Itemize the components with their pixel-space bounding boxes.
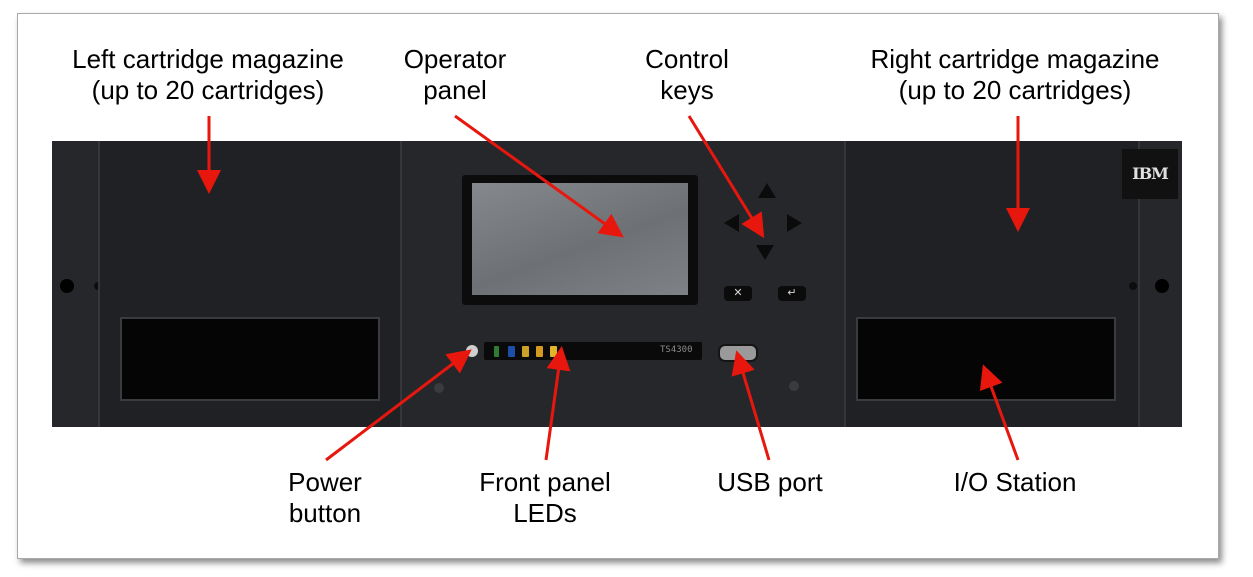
cancel-key[interactable]: ✕: [724, 286, 752, 301]
power-button-arrow: [325, 349, 472, 462]
right-key-icon[interactable]: [787, 214, 802, 232]
right-rack-hole-small: [1129, 282, 1137, 290]
front-panel-leds-arrow: [544, 346, 571, 461]
right-rack-hole: [1155, 279, 1169, 293]
up-key-icon[interactable]: [758, 183, 776, 198]
led-attention: [536, 346, 543, 357]
operator-panel-label: Operator panel: [403, 44, 507, 105]
left-magazine-label: Left cartridge magazine (up to 20 cartri…: [72, 44, 344, 105]
left-rack-hole: [60, 279, 74, 293]
operator-panel-screen[interactable]: [472, 183, 688, 295]
lock-icon-right: [789, 381, 799, 391]
led-status: [508, 346, 515, 357]
right-magazine-label: Right cartridge magazine (up to 20 cartr…: [870, 44, 1160, 105]
usb-port-label: USB port: [717, 467, 823, 497]
io-station-arrow: [979, 364, 1020, 461]
left-magazine-slot: [120, 317, 380, 401]
usb-port-arrow: [731, 350, 771, 461]
operator-panel-bezel: [462, 175, 698, 305]
led-power: [494, 346, 499, 357]
operator-panel-arrow: [454, 114, 624, 238]
power-button-label: Power button: [288, 467, 362, 528]
enter-key[interactable]: ↵: [778, 286, 806, 301]
control-keys-arrow: [687, 115, 765, 239]
led-clean: [522, 346, 529, 357]
down-key-icon[interactable]: [756, 245, 774, 260]
io-station-label: I/O Station: [953, 467, 1077, 497]
left-key-icon[interactable]: [724, 214, 739, 232]
ibm-logo: IBM: [1122, 149, 1178, 199]
front-panel-leds-label: Front panel LEDs: [479, 467, 611, 528]
model-label: TS4300: [660, 345, 693, 355]
lock-icon-left: [434, 383, 444, 393]
left-cartridge-magazine[interactable]: [98, 141, 402, 427]
control-keys-label: Control keys: [645, 44, 729, 105]
